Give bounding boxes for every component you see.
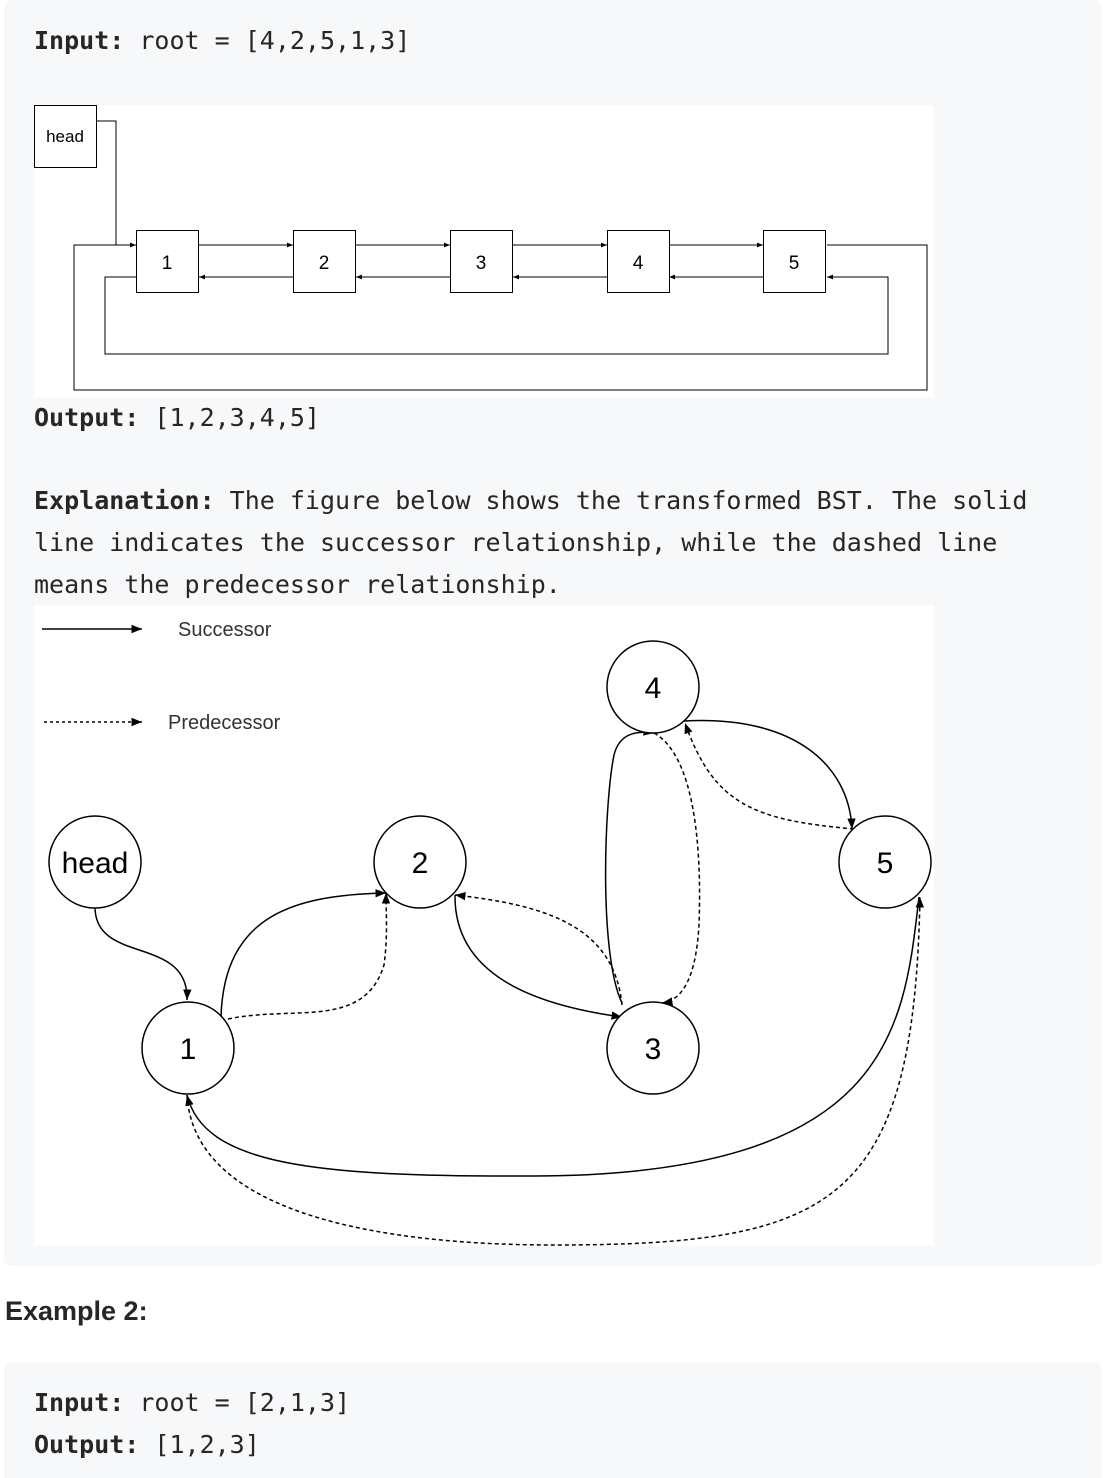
graph-node-4-label: 4: [645, 672, 662, 705]
legend-predecessor-label: Predecessor: [168, 712, 281, 734]
graph-node-3: 3: [606, 1001, 700, 1095]
output-value: [1,2,3,4,5]: [139, 403, 320, 432]
transformed-bst-figure: Successor Predecessor: [34, 605, 934, 1246]
graph-node-4: 4: [606, 640, 700, 734]
graph-node-1: 1: [141, 1001, 235, 1095]
output-value: [1,2,3]: [139, 1430, 260, 1459]
edge-predecessor-1-5: [186, 896, 924, 1246]
graph-node-5-label: 5: [877, 847, 894, 880]
example-1-output-line: Output: [1,2,3,4,5]: [34, 403, 320, 432]
list-node-3-label: 3: [476, 253, 487, 274]
list-node-2-label: 2: [319, 253, 330, 274]
graph-node-2-label: 2: [412, 847, 429, 880]
edge-predecessor-3-2: [454, 892, 623, 1006]
transformed-bst-svg: Successor Predecessor: [42, 619, 932, 1246]
edge-successor-4-5: [683, 719, 856, 830]
list-node-2: 2: [293, 230, 356, 293]
list-inner-loop: [104, 274, 889, 355]
list-node-3: 3: [450, 230, 513, 293]
explanation-paragraph: Explanation: The figure below shows the …: [34, 480, 1084, 606]
example-2-heading: Example 2:: [5, 1296, 148, 1326]
edge-successor-2-3: [454, 894, 623, 1020]
example-1-block: Input: root = [4,2,5,1,3] head: [4, 0, 1102, 1266]
list-node-1: 1: [136, 230, 199, 293]
edge-predecessor-5-4: [684, 722, 855, 830]
graph-node-head: head: [48, 815, 142, 909]
edge-predecessor-1-2: [227, 892, 391, 1020]
list-node-1-label: 1: [162, 253, 173, 274]
list-head-label: head: [46, 127, 84, 146]
linked-list-svg: head 1 2: [34, 105, 928, 391]
edge-successor-5-1: [185, 896, 920, 1177]
input-label: Input:: [34, 1388, 125, 1417]
graph-node-5: 5: [838, 815, 932, 909]
graph-node-1-label: 1: [180, 1033, 197, 1066]
graph-head-label: head: [62, 847, 129, 880]
graph-node-2: 2: [373, 815, 467, 909]
edge-successor-3-4: [604, 727, 655, 1004]
linked-list-figure: head 1 2: [34, 105, 934, 398]
example-2-block: Input: root = [2,1,3] Output: [1,2,3]: [4, 1362, 1102, 1478]
explanation-label: Explanation:: [34, 486, 215, 515]
input-label: Input:: [34, 26, 125, 55]
list-head-box: [34, 105, 97, 168]
list-node-5-label: 5: [789, 253, 800, 274]
edge-head-to-1: [94, 906, 192, 1001]
input-value: root = [2,1,3]: [124, 1388, 351, 1417]
output-label: Output:: [34, 403, 140, 432]
example-2-input-line: Input: root = [2,1,3]: [34, 1388, 350, 1417]
example-2-output-line: Output: [1,2,3]: [34, 1430, 260, 1459]
legend-successor-label: Successor: [178, 619, 272, 641]
edge-successor-1-2: [220, 889, 387, 1018]
list-node-4-label: 4: [633, 253, 644, 274]
explanation-text: The figure below shows the transformed B…: [34, 486, 1028, 599]
edge-predecessor-4-3: [653, 732, 701, 1006]
list-head-pointer: [97, 120, 136, 248]
example-1-input-line: Input: root = [4,2,5,1,3]: [34, 26, 410, 55]
graph-node-3-label: 3: [645, 1033, 662, 1066]
list-node-5: 5: [763, 230, 826, 293]
list-outer-loop: [73, 244, 928, 391]
output-label: Output:: [34, 1430, 140, 1459]
list-node-4: 4: [607, 230, 670, 293]
input-value: root = [4,2,5,1,3]: [124, 26, 411, 55]
